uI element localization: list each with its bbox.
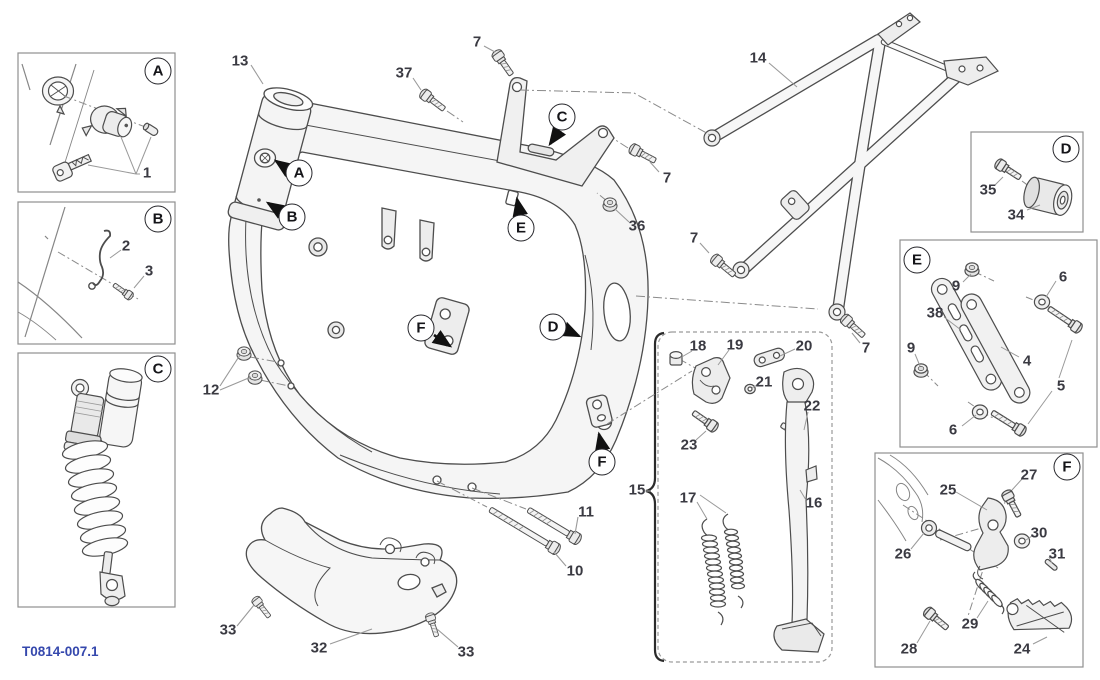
callout-letter-a: A	[285, 159, 313, 187]
part-label-7-subframe-bottom: 7	[861, 339, 871, 357]
part-label-20: 20	[795, 337, 813, 355]
part-label-37: 37	[395, 64, 413, 82]
subframe	[703, 12, 999, 321]
part-label-21: 21	[755, 373, 773, 391]
callout-letter-c: C	[548, 103, 576, 131]
part-label-17: 17	[679, 489, 697, 507]
part-label-9-left: 9	[906, 339, 916, 357]
skid-plate	[245, 507, 458, 635]
part-label-35: 35	[979, 181, 997, 199]
leader-lines	[219, 45, 861, 648]
stand-springs	[700, 513, 746, 626]
callout-letter-b: B	[278, 203, 306, 231]
part-label-26: 26	[894, 545, 912, 563]
part-label-34: 34	[1007, 206, 1025, 224]
detail-e-links	[913, 262, 1085, 439]
part-label-27: 27	[1020, 466, 1038, 484]
side-stand-group	[606, 347, 825, 653]
drawing-code: T0814-007.1	[22, 644, 99, 659]
part-label-14: 14	[749, 49, 767, 67]
part-label-22: 22	[803, 397, 821, 415]
part-label-2: 2	[121, 237, 131, 255]
detail-c-shock-absorber	[61, 368, 143, 607]
footpeg-spring	[972, 571, 1005, 615]
part-label-15: 15	[628, 481, 646, 499]
part-label-25: 25	[939, 481, 957, 499]
callout-letter-e: E	[507, 214, 535, 242]
main-hardware	[236, 47, 868, 639]
part-label-23: 23	[680, 436, 698, 454]
shock-spring-coils	[61, 440, 129, 557]
detail-box-letter-b: B	[144, 205, 172, 233]
detail-box-letter-e: E	[903, 246, 931, 274]
detail-box-letter-a: A	[144, 57, 172, 85]
detail-box-letter-d: D	[1052, 135, 1080, 163]
part-label-24: 24	[1013, 640, 1031, 658]
part-label-11: 11	[578, 503, 594, 521]
part-label-4: 4	[1022, 352, 1032, 370]
part-label-5: 5	[1056, 377, 1066, 395]
detail-d-roller	[992, 156, 1073, 216]
part-label-31: 31	[1048, 545, 1066, 563]
part-label-32: 32	[310, 639, 328, 657]
part-label-7-subframe-left: 7	[689, 229, 699, 247]
callout-letter-d: D	[539, 313, 567, 341]
part-label-28: 28	[900, 640, 918, 658]
part-label-30: 30	[1030, 524, 1048, 542]
part-label-1: 1	[142, 164, 152, 182]
detail-box-borders	[17, 52, 1098, 668]
callout-letter-f-mid: F	[407, 314, 435, 342]
part-label-3: 3	[144, 262, 154, 280]
part-label-18: 18	[689, 337, 707, 355]
group-15-brace	[645, 331, 665, 663]
part-label-9-top: 9	[951, 277, 961, 295]
part-label-38: 38	[926, 304, 944, 322]
footpeg	[1006, 597, 1073, 633]
detail-b-wire	[17, 206, 145, 341]
stand-leg	[773, 367, 825, 653]
part-label-29: 29	[961, 615, 979, 633]
detail-a-steering-lock	[21, 63, 159, 182]
detail-box-letter-c: C	[144, 355, 172, 383]
part-label-33-right: 33	[457, 643, 475, 661]
part-label-19: 19	[726, 336, 744, 354]
part-label-13: 13	[231, 52, 249, 70]
detail-f-footrest	[877, 454, 1073, 645]
part-label-7-top: 7	[472, 33, 482, 51]
stand-bracket	[669, 351, 731, 404]
part-label-12: 12	[202, 381, 220, 399]
callout-letter-f-bottom: F	[588, 448, 616, 476]
part-label-36: 36	[628, 217, 646, 235]
part-label-16: 16	[805, 494, 823, 512]
detail-box-letter-f: F	[1053, 453, 1081, 481]
part-label-10: 10	[566, 562, 584, 580]
part-label-33-left: 33	[219, 621, 237, 639]
main-frame	[227, 76, 649, 500]
part-label-7-right: 7	[662, 169, 672, 187]
part-label-6-bottom: 6	[948, 421, 958, 439]
part-label-6-top: 6	[1058, 268, 1068, 286]
